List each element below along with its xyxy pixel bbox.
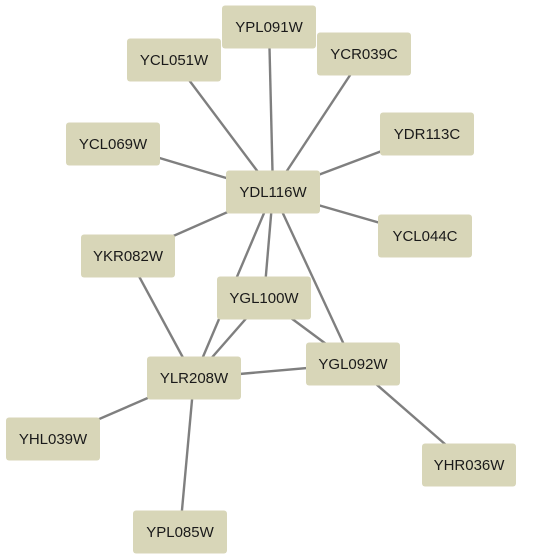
node-ygl100w[interactable]: YGL100W (217, 276, 311, 320)
node-label: YGL092W (318, 356, 388, 373)
node-box (217, 276, 311, 320)
edge-n11-n14 (178, 377, 196, 533)
node-ycl051w[interactable]: YCL051W (127, 38, 221, 82)
node-label: YHL039W (19, 431, 88, 448)
node-box (6, 417, 100, 461)
node-ylr208w[interactable]: YLR208W (147, 356, 241, 400)
node-box (317, 32, 411, 76)
node-label: YCL051W (140, 52, 209, 69)
node-ydl116w[interactable]: YDL116W (226, 170, 320, 214)
node-ypl091w[interactable]: YPL091W (222, 5, 316, 49)
node-ydr113c[interactable]: YDR113C (380, 112, 474, 156)
node-box (147, 356, 241, 400)
node-box (81, 234, 175, 278)
node-box (380, 112, 474, 156)
node-box (226, 170, 320, 214)
node-ypl085w[interactable]: YPL085W (133, 510, 227, 554)
nodes-layer: YPL091W YCL051W YCR039C YCL069W YDR113C YDL11… (6, 5, 516, 554)
node-label: YLR208W (160, 370, 229, 387)
node-label: YPL085W (146, 524, 214, 541)
edge-n6-n3 (271, 53, 366, 193)
node-box (222, 5, 316, 49)
node-label: YDL116W (239, 184, 307, 201)
node-label: YCL069W (79, 136, 148, 153)
node-ykr082w[interactable]: YKR082W (81, 234, 175, 278)
node-yhr036w[interactable]: YHR036W (422, 443, 516, 487)
node-ygl092w[interactable]: YGL092W (306, 342, 400, 386)
node-label: YKR082W (93, 248, 164, 265)
node-ycl069w[interactable]: YCL069W (66, 122, 160, 166)
node-ycr039c[interactable]: YCR039C (317, 32, 411, 76)
node-yhl039w[interactable]: YHL039W (6, 417, 100, 461)
node-label: YCL044C (392, 228, 457, 245)
node-box (378, 214, 472, 258)
edge-n6-n2 (173, 59, 274, 193)
node-ycl044c[interactable]: YCL044C (378, 214, 472, 258)
node-box (422, 443, 516, 487)
node-label: YHR036W (434, 457, 506, 474)
edge-n6-n10 (271, 191, 355, 365)
node-label: YGL100W (229, 290, 299, 307)
node-label: YPL091W (235, 19, 303, 36)
edge-n6-n1 (267, 26, 275, 193)
node-box (66, 122, 160, 166)
node-label: YDR113C (394, 126, 461, 143)
node-box (133, 510, 227, 554)
node-label: YCR039C (330, 46, 398, 63)
node-box (306, 342, 400, 386)
node-box (127, 38, 221, 82)
